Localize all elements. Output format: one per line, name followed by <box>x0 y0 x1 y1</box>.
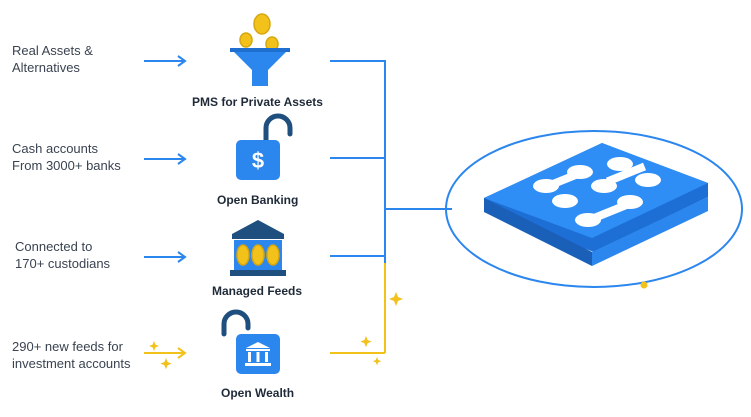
arrow-real-assets <box>144 55 187 67</box>
source-line: Alternatives <box>12 60 80 75</box>
integration-label-managed-feeds: Managed Feeds <box>212 284 303 298</box>
source-label-new-feeds: 290+ new feeds for investment accounts <box>12 338 131 372</box>
source-label-cash-accounts: Cash accounts From 3000+ banks <box>12 140 121 174</box>
sparkle-icon <box>149 341 159 351</box>
source-line: investment accounts <box>12 356 131 371</box>
funnel-coins-icon <box>230 13 290 86</box>
open-padlock-bank-icon <box>221 309 280 374</box>
source-line: Cash accounts <box>12 141 98 156</box>
source-line: 170+ custodians <box>15 256 111 271</box>
open-padlock-dollar-icon: $ <box>236 113 293 180</box>
arrow-custodians <box>144 251 187 263</box>
hub-ring-dot <box>640 281 648 289</box>
arrow-cash-accounts <box>144 153 187 165</box>
source-line: Connected to <box>15 239 93 254</box>
sparkle-icon <box>372 357 382 366</box>
source-line: Real Assets & <box>12 43 93 58</box>
source-line: 290+ new feeds for <box>12 339 123 354</box>
arrow-new-feeds <box>144 347 187 359</box>
source-line: From 3000+ banks <box>12 158 121 173</box>
platform-logo-icon <box>484 143 708 266</box>
bank-coins-icon <box>230 220 286 276</box>
sparkle-icon <box>389 292 403 306</box>
source-label-custodians: Connected to 170+ custodians <box>15 238 110 272</box>
integration-label-pms: PMS for Private Assets <box>192 95 323 109</box>
sparkle-icon <box>160 358 172 370</box>
source-label-real-assets: Real Assets & Alternatives <box>12 42 93 76</box>
hub-ring <box>445 130 743 288</box>
svg-text:$: $ <box>252 148 264 173</box>
sparkle-icon <box>360 336 372 348</box>
integration-label-open-wealth: Open Wealth <box>221 386 295 400</box>
integration-label-open-banking: Open Banking <box>217 193 299 207</box>
